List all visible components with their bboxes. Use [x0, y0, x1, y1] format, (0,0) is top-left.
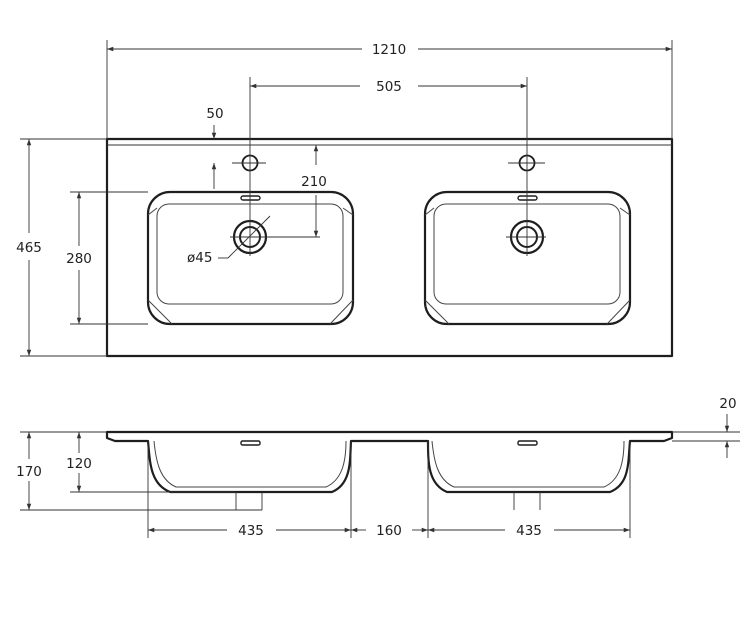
- dim-center-spacing: 505: [250, 79, 527, 95]
- label-overall-depth: 465: [16, 240, 42, 256]
- side-view: 20 170 120 435 160: [16, 396, 740, 539]
- label-bowl-depth: 280: [66, 251, 92, 267]
- dim-bowl-widths: 435 160 435: [147, 441, 631, 539]
- dim-total-height: 170: [16, 431, 262, 511]
- label-overall-width: 1210: [372, 42, 406, 58]
- dim-bowl-depth: 280: [66, 191, 148, 325]
- label-bowl-width-left: 435: [238, 523, 264, 539]
- label-drain-offset: 210: [301, 174, 327, 190]
- right-basin-top: [423, 154, 632, 326]
- label-bowl-gap: 160: [376, 523, 402, 539]
- dim-drain-offset: 210: [301, 145, 327, 237]
- dim-overall-depth: 465: [16, 138, 107, 357]
- overflow-slot: [240, 195, 261, 201]
- drain-pipe-left: [230, 491, 263, 510]
- label-bowl-height: 120: [66, 456, 92, 472]
- overflow-slot-side: [517, 440, 538, 446]
- side-profile-outline: [105, 430, 674, 494]
- center-lines: [230, 77, 546, 256]
- top-view: 1210 505 50 210 ø45: [16, 40, 674, 358]
- label-tap-hole-offset: 50: [206, 106, 223, 122]
- dim-tap-hole-offset: 50: [206, 106, 224, 189]
- label-center-spacing: 505: [376, 79, 402, 95]
- label-total-height: 170: [16, 464, 42, 480]
- label-rim-thickness: 20: [719, 396, 736, 412]
- label-drain-diameter: ø45: [187, 250, 212, 266]
- dim-drain-diameter: ø45: [187, 215, 271, 266]
- overflow-slot-side: [240, 440, 261, 446]
- label-bowl-width-right: 435: [516, 523, 542, 539]
- overflow-slot: [517, 195, 538, 201]
- countertop-outline: [105, 137, 674, 358]
- dim-rim-thickness: 20: [672, 396, 740, 458]
- dim-overall-width: 1210: [106, 40, 673, 139]
- drain-pipe-right: [513, 492, 541, 510]
- dim-bowl-height: 120: [66, 432, 236, 493]
